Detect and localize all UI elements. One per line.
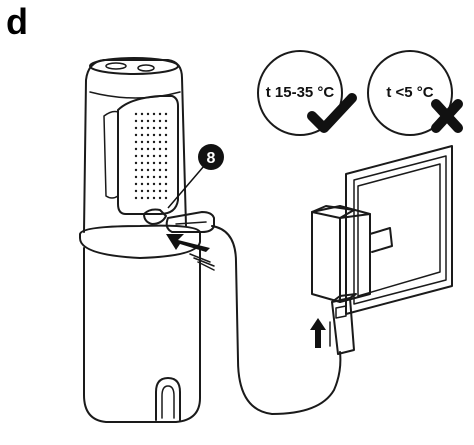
device-upper-body (83, 59, 187, 233)
callout-8: 8 (167, 144, 224, 209)
device-base (83, 247, 201, 423)
power-adapter (311, 205, 393, 303)
device (79, 57, 215, 423)
temp-bad-label: t <5 °C (386, 84, 433, 101)
cable (211, 225, 342, 415)
callout-number: 8 (207, 150, 216, 167)
wall-outlet (345, 145, 453, 315)
base-slot (155, 377, 181, 421)
charge-port (143, 208, 167, 225)
temp-ok-label: t 15-35 °C (266, 84, 335, 101)
usb-connector (331, 293, 357, 355)
usb-plug (165, 211, 215, 233)
step-letter: d (6, 1, 28, 42)
checkmark-icon (307, 93, 357, 133)
temp-ok-badge: t 15-35 °C (257, 50, 357, 136)
speaker-grille (134, 112, 168, 200)
arrow-up-icon (310, 318, 331, 348)
device-front-panel (117, 95, 179, 215)
device-seam (79, 224, 201, 259)
temp-bad-badge: t <5 °C (367, 50, 463, 136)
cross-icon (431, 99, 463, 133)
insert-arrow (166, 234, 215, 271)
